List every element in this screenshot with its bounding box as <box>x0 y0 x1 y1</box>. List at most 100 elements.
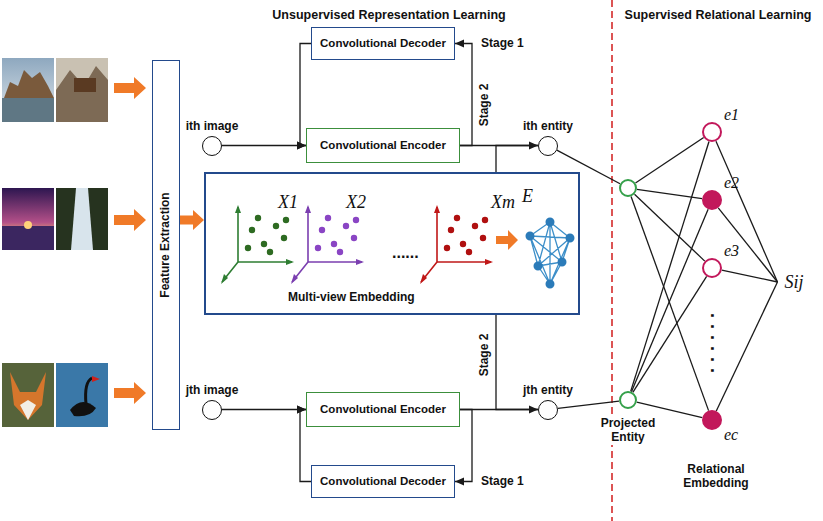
connector <box>222 142 306 150</box>
node-label: Sij <box>784 272 803 293</box>
connector <box>635 138 703 183</box>
photo-thumbnails <box>2 58 108 427</box>
photo <box>2 58 54 122</box>
connector-line <box>557 150 620 184</box>
connector <box>718 208 777 282</box>
connector <box>722 270 778 282</box>
stage-label: Stage 2 <box>478 333 492 378</box>
graph-edges <box>530 222 570 284</box>
relation-node: e2 <box>702 190 722 210</box>
photo <box>2 188 54 250</box>
node-label: Feature Extraction <box>159 192 173 297</box>
node-label: Projected Entity <box>595 417 661 445</box>
connector-line <box>222 145 306 146</box>
view-plot <box>221 205 294 284</box>
node-label: Convolutional Encoder <box>320 139 446 152</box>
section-heading: Unsupervised Representation Learning <box>271 8 506 22</box>
connector-line <box>558 401 619 408</box>
image-node: ith image <box>202 136 222 156</box>
orange-arrow <box>114 77 146 99</box>
entity-node: ith entity <box>538 136 558 156</box>
relation-node: e3 <box>702 258 722 278</box>
encoder-box: Convolutional Encoder <box>306 128 460 163</box>
axis-head <box>221 274 228 284</box>
axis-head <box>291 274 298 284</box>
photo-detail <box>2 98 54 122</box>
view-symbol: X1 <box>278 192 298 213</box>
photo-detail <box>24 221 32 229</box>
orange-arrow <box>114 209 146 231</box>
node-label: ith entity <box>523 120 573 134</box>
input-arrows <box>114 77 146 404</box>
axis-head <box>305 205 311 213</box>
node-label: Convolutional Decoder <box>320 37 446 50</box>
ellipsis: ...... <box>392 244 419 262</box>
decoder-box: Convolutional Decoder <box>311 465 455 498</box>
axes <box>421 207 491 282</box>
arrow-head <box>297 142 306 150</box>
view-symbol: Xm <box>491 192 515 213</box>
connector-line <box>635 138 703 183</box>
connector <box>637 402 703 418</box>
connector <box>496 142 538 173</box>
photo-detail <box>70 402 96 416</box>
node-label: ith image <box>186 120 239 134</box>
axis-head <box>420 274 427 284</box>
axis-head <box>485 259 493 265</box>
photo-detail <box>2 226 54 250</box>
connector-line <box>633 276 707 392</box>
connector <box>716 141 777 282</box>
node-label: jth image <box>186 384 239 398</box>
multi-view-box: X1X2......XmEMulti-view Embedding <box>204 172 580 315</box>
view-plot <box>291 205 364 284</box>
ellipsis: ...... <box>707 312 728 380</box>
view-symbol: X2 <box>346 192 366 213</box>
connector-line <box>718 208 777 282</box>
flow-arrow <box>180 210 204 230</box>
connector-line <box>631 196 709 410</box>
connector <box>496 315 538 414</box>
orange-arrow <box>496 230 518 250</box>
connector-line <box>637 402 703 418</box>
photo-detail <box>10 372 46 420</box>
scatter-dots <box>315 215 359 255</box>
connector <box>633 276 707 392</box>
arrow-head <box>297 406 306 414</box>
axes <box>292 207 362 282</box>
node-label: e3 <box>724 242 739 260</box>
score-node: Sij <box>777 268 810 297</box>
photo-detail <box>92 376 100 382</box>
block-arrow <box>180 210 204 230</box>
arrow-head <box>529 142 538 150</box>
connector <box>557 150 620 184</box>
projected-node <box>619 179 637 197</box>
connector-line <box>716 141 777 282</box>
photo-detail <box>20 400 36 420</box>
axes <box>222 207 292 282</box>
relation-node: e1 <box>702 122 722 142</box>
feature-extraction-box: Feature Extraction <box>152 60 180 430</box>
arrow-head <box>297 406 306 414</box>
node-label: e2 <box>724 174 739 192</box>
stage-label: Stage 1 <box>480 475 525 489</box>
arrow-head <box>297 142 306 150</box>
connector-line <box>722 270 778 282</box>
connector <box>631 196 709 410</box>
section-heading: Supervised Relational Learning <box>624 8 813 22</box>
connector-line <box>222 409 306 410</box>
photo <box>56 58 108 122</box>
connector <box>558 401 619 408</box>
entity-node: jth entity <box>538 400 558 420</box>
connector-line <box>496 146 538 173</box>
node-label: ec <box>724 426 738 444</box>
node-label: Convolutional Encoder <box>320 403 446 416</box>
connector <box>635 194 705 261</box>
stage-label: Stage 1 <box>480 37 525 51</box>
connector-line <box>631 209 708 391</box>
arrow-head <box>455 40 464 48</box>
image-node: jth image <box>202 400 222 420</box>
connector <box>222 406 306 414</box>
node-label: jth entity <box>523 384 573 398</box>
connector <box>631 142 709 392</box>
